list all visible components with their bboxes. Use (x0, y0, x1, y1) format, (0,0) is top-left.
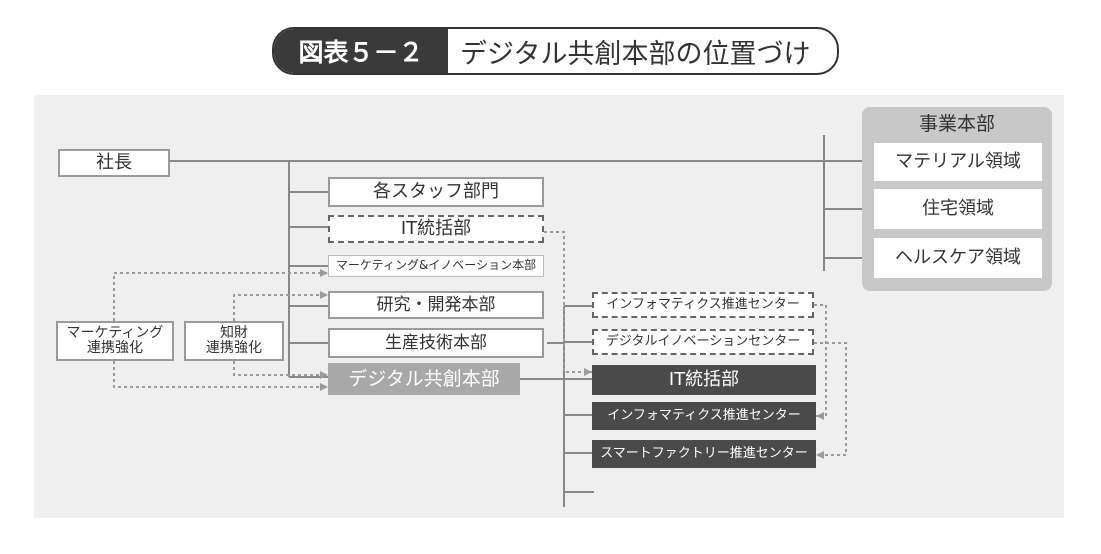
healthcare-domain-box: ヘルスケア領域 (874, 238, 1042, 278)
it-dept-top-box: IT統括部 (328, 215, 544, 243)
digital-cocreation-box: デジタル共創本部 (328, 363, 520, 395)
digital-cocreation-label: デジタル共創本部 (348, 367, 500, 390)
president-box: 社長 (58, 149, 170, 177)
rd-box: 研究・開発本部 (328, 291, 544, 319)
marketing-innovation-label: マーケティング&イノベーション本部 (335, 258, 537, 273)
informatics-center-old-box: インフォマティクス推進センター (592, 292, 814, 318)
business-divisions-label: 事業本部 (918, 113, 995, 135)
digital-innovation-center-label: デジタルイノベーションセンター (605, 333, 801, 349)
informatics-center-old-label: インフォマティクス推進センター (606, 296, 800, 312)
figure-caption: デジタル共創本部の位置づけ (460, 38, 811, 70)
marketing-link-box: マーケティング 連携強化 (56, 321, 174, 361)
it-dept-new-label: IT統括部 (668, 369, 740, 391)
smart-factory-center-box: スマートファクトリー推進センター (592, 440, 816, 468)
production-box: 生産技術本部 (328, 328, 544, 358)
housing-domain-box: 住宅領域 (874, 189, 1042, 229)
president-label: 社長 (96, 152, 132, 174)
informatics-center-new-label: インフォマティクス推進センター (607, 407, 801, 423)
ip-link-box: 知財 連携強化 (184, 321, 284, 361)
staff-dept-label: 各スタッフ部門 (373, 181, 499, 203)
connector-lines (113, 135, 874, 507)
ip-link-label: 知財 連携強化 (206, 324, 262, 356)
materials-domain-box: マテリアル領域 (874, 143, 1042, 181)
rd-label: 研究・開発本部 (376, 294, 496, 315)
production-label: 生産技術本部 (385, 332, 487, 353)
marketing-link-label: マーケティング 連携強化 (66, 324, 164, 356)
informatics-center-new-box: インフォマティクス推進センター (592, 402, 816, 430)
staff-dept-box: 各スタッフ部門 (328, 177, 544, 207)
it-dept-top-label: IT統括部 (400, 218, 472, 240)
healthcare-domain-label: ヘルスケア領域 (895, 247, 1021, 269)
figure-number: 図表５－２ (274, 29, 448, 73)
it-dept-new-box: IT統括部 (592, 365, 816, 395)
digital-innovation-center-box: デジタルイノベーションセンター (592, 329, 814, 355)
figure-title: 図表５－２ デジタル共創本部の位置づけ (272, 27, 839, 75)
marketing-innovation-box: マーケティング&イノベーション本部 (328, 255, 544, 277)
materials-domain-label: マテリアル領域 (895, 151, 1021, 173)
org-chart: 社長 各スタッフ部門 IT統括部 マーケティング&イノベーション本部 研究・開発… (34, 95, 1064, 518)
smart-factory-center-label: スマートファクトリー推進センター (600, 445, 808, 461)
housing-domain-label: 住宅領域 (922, 198, 994, 220)
